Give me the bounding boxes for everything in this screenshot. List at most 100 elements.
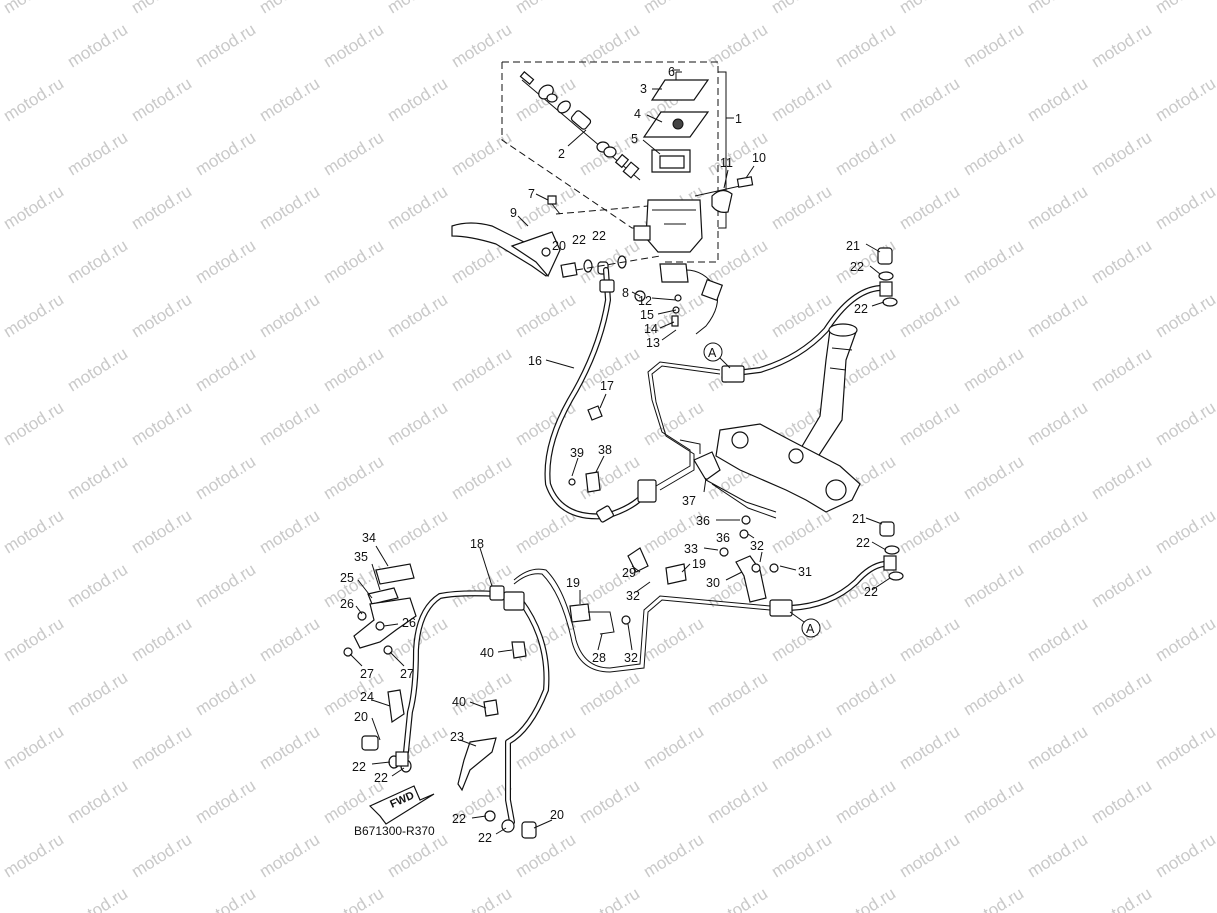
- watermark-text: motod.ru: [1152, 0, 1217, 17]
- watermark-text: motod.ru: [640, 398, 707, 450]
- part-label-5: 5: [631, 132, 638, 146]
- upper-brake-hose: [544, 267, 657, 523]
- watermark-text: motod.ru: [320, 236, 387, 288]
- upper-caliper-bolt: [877, 247, 898, 307]
- master-cylinder-body: [451, 176, 754, 278]
- watermark-text: motod.ru: [64, 452, 131, 504]
- watermark-text: motod.ru: [896, 398, 963, 450]
- watermark-text: motod.ru: [896, 182, 963, 234]
- part-label-27b: 27: [400, 667, 414, 681]
- watermark-text: motod.ru: [640, 830, 707, 882]
- leader-lines: [349, 71, 891, 835]
- part-label-23: 23: [450, 730, 464, 744]
- upper-brake-pipe: [647, 361, 721, 491]
- part-label-22c: 22: [850, 260, 864, 274]
- watermark-text: motod.ru: [0, 344, 3, 396]
- part-label-26a: 26: [340, 597, 354, 611]
- watermark-text: motod.ru: [192, 560, 259, 612]
- watermark-text: motod.ru: [320, 452, 387, 504]
- watermark-text: motod.ru: [192, 128, 259, 180]
- watermark-text: motod.ru: [384, 74, 451, 126]
- watermark-text: motod.ru: [576, 668, 643, 720]
- part-label-8: 8: [622, 286, 629, 300]
- part-label-4: 4: [634, 107, 641, 121]
- watermark-text: motod.ru: [0, 560, 3, 612]
- watermark-text: motod.ru: [640, 0, 707, 17]
- watermark-text: motod.ru: [0, 884, 3, 913]
- watermark-text: motod.ru: [576, 776, 643, 828]
- watermark-text: motod.ru: [448, 20, 515, 72]
- watermark-text: motod.ru: [768, 722, 835, 774]
- watermark-text: motod.ru: [512, 290, 579, 342]
- part-label-2: 2: [558, 147, 565, 161]
- watermark-text: motod.ru: [448, 344, 515, 396]
- watermark-text: motod.ru: [832, 20, 899, 72]
- part-label-31: 31: [798, 565, 812, 579]
- watermark-text: motod.ru: [64, 776, 131, 828]
- part-label-18: 18: [470, 537, 484, 551]
- watermark-text: motod.ru: [1088, 560, 1155, 612]
- watermark-text: motod.ru: [128, 506, 195, 558]
- watermark-text: motod.ru: [768, 614, 835, 666]
- watermark-text: motod.ru: [192, 668, 259, 720]
- hose-clamps: [568, 405, 603, 493]
- part-label-34: 34: [362, 531, 376, 545]
- watermark-text: motod.ru: [320, 344, 387, 396]
- watermark-text: motod.ru: [832, 668, 899, 720]
- steering-stem: [715, 323, 861, 513]
- watermark-text: motod.ru: [960, 20, 1027, 72]
- watermark-text: motod.ru: [0, 182, 67, 234]
- part-label-22b: 22: [592, 229, 606, 243]
- part-label-37: 37: [682, 494, 696, 508]
- watermark-text: motod.ru: [384, 506, 451, 558]
- watermark-text: motod.ru: [64, 668, 131, 720]
- watermark-text: motod.ru: [0, 506, 67, 558]
- watermark-text: motod.ru: [1024, 398, 1091, 450]
- part-label-38: 38: [598, 443, 612, 457]
- watermark-text: motod.ru: [960, 668, 1027, 720]
- watermark-text: motod.ru: [256, 722, 323, 774]
- watermark-text: motod.ru: [832, 884, 899, 913]
- part-label-35: 35: [354, 550, 368, 564]
- watermark-text: motod.ru: [128, 722, 195, 774]
- watermark-text: motod.ru: [1088, 20, 1155, 72]
- watermark-text: motod.ru: [0, 668, 3, 720]
- watermark-text: motod.ru: [960, 344, 1027, 396]
- part-label-32b: 32: [626, 589, 640, 603]
- part-label-22j: 22: [478, 831, 492, 845]
- watermark-text: motod.ru: [1024, 0, 1091, 17]
- watermark-text: motod.ru: [1152, 614, 1217, 666]
- watermark-text: motod.ru: [960, 884, 1027, 913]
- part-label-29: 29: [622, 566, 636, 580]
- watermark-text: motod.ru: [1152, 722, 1217, 774]
- watermark-text: motod.ru: [768, 506, 835, 558]
- watermark-text: motod.ru: [256, 398, 323, 450]
- watermark-text: motod.ru: [960, 128, 1027, 180]
- watermark-text: motod.ru: [1024, 722, 1091, 774]
- watermark-text: motod.ru: [128, 830, 195, 882]
- watermark-text: motod.ru: [0, 20, 3, 72]
- watermark-text: motod.ru: [1152, 290, 1217, 342]
- forward-direction-indicator: FWD: [368, 785, 435, 825]
- watermark-text: motod.ru: [768, 182, 835, 234]
- watermark-text: motod.ru: [128, 614, 195, 666]
- watermark-text: motod.ru: [1024, 182, 1091, 234]
- watermark-text: motod.ru: [0, 830, 67, 882]
- part-label-7: 7: [528, 187, 535, 201]
- watermark-text: motod.ru: [960, 236, 1027, 288]
- watermark-text: motod.ru: [704, 668, 771, 720]
- watermark-text: motod.ru: [448, 128, 515, 180]
- watermark-text: motod.ru: [768, 0, 835, 17]
- watermark-text: motod.ru: [576, 20, 643, 72]
- part-label-10: 10: [752, 151, 766, 165]
- callout-a-lower: A: [789, 611, 821, 638]
- part-label-33: 33: [684, 542, 698, 556]
- watermark-text: motod.ru: [64, 236, 131, 288]
- part-label-21b: 21: [852, 512, 866, 526]
- watermark-text: motod.ru: [1088, 668, 1155, 720]
- hose-joint-bracket: [569, 603, 631, 635]
- watermark-text: motod.ru: [512, 0, 579, 17]
- part-label-15: 15: [640, 308, 654, 322]
- part-label-32a: 32: [750, 539, 764, 553]
- watermark-text: motod.ru: [384, 182, 451, 234]
